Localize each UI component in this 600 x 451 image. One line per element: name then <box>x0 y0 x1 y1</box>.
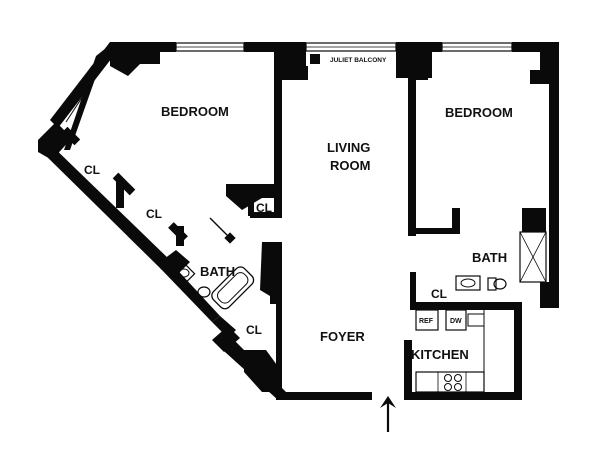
juliet-balcony-label: JULIET BALCONY <box>330 57 387 64</box>
bedroom-right-label: BEDROOM <box>445 105 513 120</box>
bedroom-left-label: BEDROOM <box>161 104 229 119</box>
kitchen-fixtures <box>415 309 485 393</box>
left-bath-fixtures <box>172 261 255 310</box>
right-walls <box>404 52 559 400</box>
center-walls <box>224 52 282 392</box>
right-shower <box>519 231 547 283</box>
up-arrow-icon <box>380 396 396 432</box>
left-closet-walls <box>61 126 231 246</box>
left-angled-wall <box>38 42 290 400</box>
living-room-label-line1: LIVING <box>327 140 370 155</box>
balcony-post <box>310 54 320 64</box>
bottom-walls <box>212 326 372 400</box>
living-room-label-line2: ROOM <box>330 158 370 173</box>
closet-living-label: CL <box>256 201 272 215</box>
right-bath-fixtures <box>455 275 507 291</box>
bath-left-label: BATH <box>200 264 235 279</box>
kitchen-label: KITCHEN <box>411 347 469 362</box>
bath-right-label: BATH <box>472 250 507 265</box>
closet-kitchen-label: CL <box>431 287 447 301</box>
ref-label: REF <box>419 318 434 325</box>
closet-foyer-label: CL <box>246 323 262 337</box>
closet-left-upper-label: CL <box>84 163 100 177</box>
closet-left-lower-label: CL <box>146 207 162 221</box>
foyer-label: FOYER <box>320 329 365 344</box>
dw-label: DW <box>450 318 462 325</box>
top-windows <box>175 42 513 52</box>
